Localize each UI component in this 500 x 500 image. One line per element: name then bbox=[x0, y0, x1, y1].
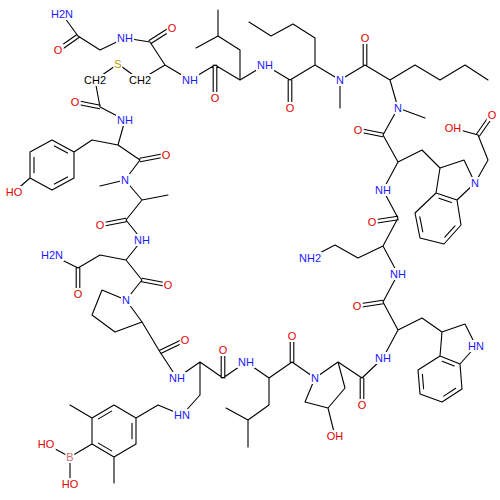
atom-label: OH bbox=[444, 122, 463, 134]
atom-label: O bbox=[487, 109, 498, 121]
atom-label: NH2 bbox=[298, 252, 322, 264]
atom-label: H2N bbox=[50, 8, 74, 20]
atom-label: NH bbox=[374, 184, 392, 196]
atom-label: S bbox=[113, 58, 122, 70]
atom-label: O bbox=[70, 96, 81, 108]
atom-label: H2N bbox=[40, 249, 64, 261]
atom-label: O bbox=[360, 32, 371, 44]
atom-label: N bbox=[310, 372, 320, 384]
atom-label: N bbox=[335, 74, 345, 86]
atom-label: NH bbox=[133, 234, 151, 246]
atom-label: O bbox=[161, 149, 172, 161]
atom-label: HN bbox=[173, 409, 191, 421]
atom-label: OH bbox=[326, 430, 345, 442]
atom-label: O bbox=[167, 22, 178, 34]
atom-label: NH bbox=[374, 352, 392, 364]
atom-label: O bbox=[73, 288, 84, 300]
atom-label: O bbox=[357, 399, 368, 411]
atom-label: O bbox=[367, 216, 378, 228]
atom-label: NH bbox=[256, 59, 274, 71]
atom-label: NH bbox=[116, 32, 134, 44]
atom-label: CH2 bbox=[83, 74, 107, 86]
atom-label: NH bbox=[168, 372, 186, 384]
atom-label: O bbox=[180, 334, 191, 346]
atom-label: N bbox=[470, 177, 480, 189]
atom-label: N bbox=[120, 174, 130, 186]
atom-label: HO bbox=[5, 186, 24, 198]
atom-label: O bbox=[352, 300, 363, 312]
bond-lines bbox=[14, 10, 494, 484]
atom-label: O bbox=[53, 44, 64, 56]
atom-label: O bbox=[210, 92, 221, 104]
atom-label: N bbox=[121, 294, 131, 306]
atom-label: O bbox=[287, 330, 298, 342]
atom-label: N bbox=[393, 102, 403, 114]
atom-label: NH bbox=[237, 356, 255, 368]
atom-label: NH bbox=[389, 268, 407, 280]
atom-label: CH2 bbox=[128, 74, 152, 86]
atom-label: O bbox=[95, 219, 106, 231]
atom-label: HO bbox=[61, 478, 80, 490]
atom-label: HN bbox=[467, 340, 485, 352]
atom-label: O bbox=[353, 124, 364, 136]
atom-label: O bbox=[163, 279, 174, 291]
atom-label: NH bbox=[116, 114, 134, 126]
atom-label: O bbox=[285, 102, 296, 114]
atom-label: O bbox=[218, 344, 229, 356]
atom-label: B bbox=[65, 451, 74, 463]
atom-label: NH bbox=[181, 74, 199, 86]
atom-label: HO bbox=[37, 438, 56, 450]
